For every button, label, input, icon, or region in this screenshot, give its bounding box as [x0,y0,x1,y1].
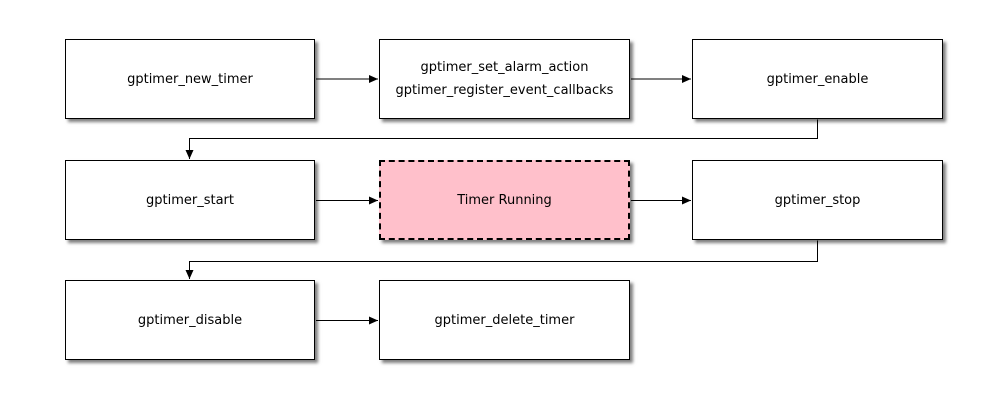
node-label: gptimer_set_alarm_action [420,60,589,75]
node-label: gptimer_enable [766,71,869,87]
connector-stop-to-disable [185,240,818,279]
node-gptimer-set-alarm-and-register: gptimer_set_alarm_action gptimer_registe… [379,39,630,119]
node-label: gptimer_disable [137,312,243,328]
node-gptimer-start: gptimer_start [65,160,315,240]
node-label: gptimer_register_event_callbacks [395,83,614,98]
node-label: gptimer_start [146,192,234,208]
node-label: gptimer_stop [774,192,861,208]
connector-enable-to-start [185,119,818,159]
node-label: Timer Running [457,192,552,208]
node-gptimer-stop: gptimer_stop [692,160,943,240]
node-timer-running: Timer Running [379,160,630,240]
node-gptimer-enable: gptimer_enable [692,39,943,119]
node-gptimer-disable: gptimer_disable [65,280,315,360]
node-gptimer-delete-timer: gptimer_delete_timer [379,280,630,360]
node-label: gptimer_new_timer [127,71,253,87]
node-label: gptimer_delete_timer [434,312,575,328]
node-gptimer-new-timer: gptimer_new_timer [65,39,315,119]
